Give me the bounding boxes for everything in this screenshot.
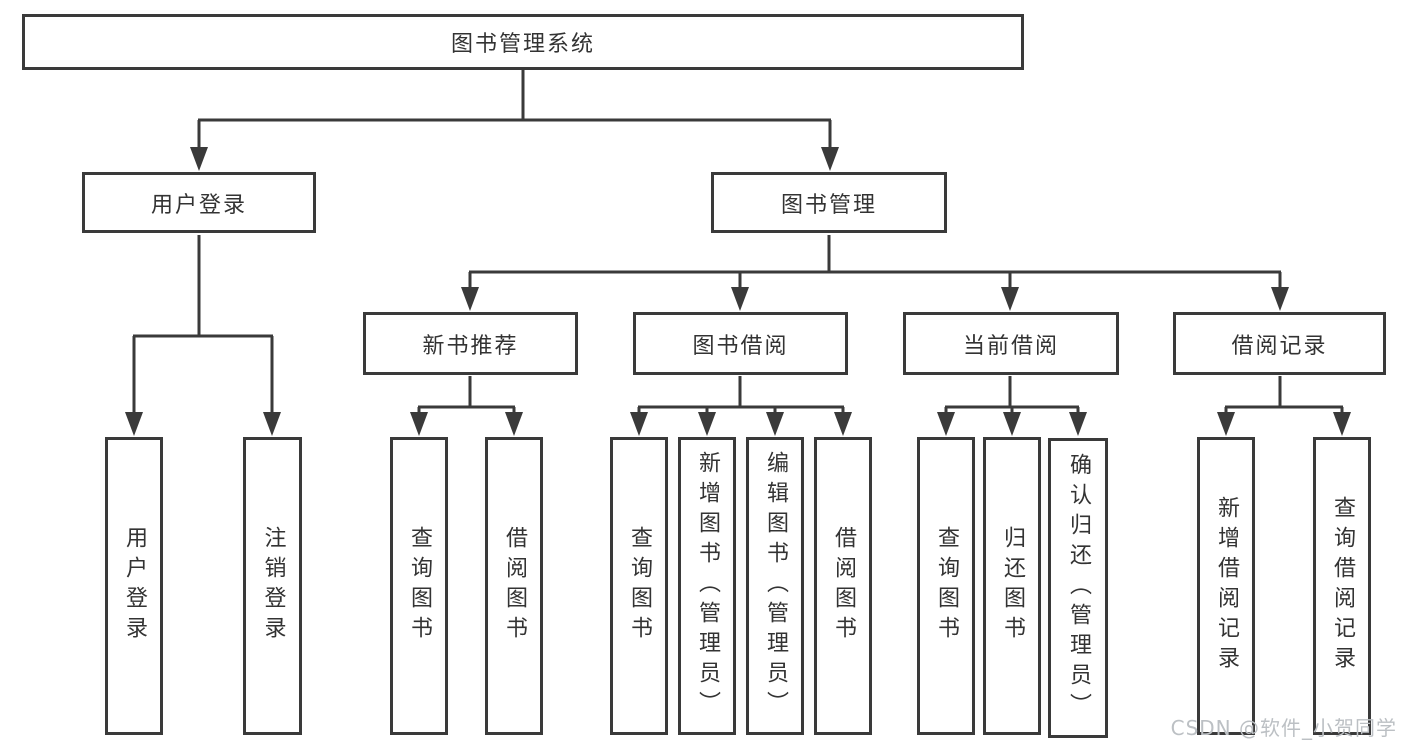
- connector-currentborrow-to-children: [944, 376, 1080, 414]
- leaf-cb-query-books: 查询图书: [917, 437, 975, 735]
- node-borrowing-records-label: 借阅记录: [1231, 333, 1328, 359]
- leaf-nb-borrow-books: 借阅图书: [485, 437, 543, 735]
- leaf-user-login: 用户登录: [105, 437, 163, 735]
- connector-userlogin-to-children: [132, 235, 274, 414]
- node-borrowing-records: 借阅记录: [1173, 312, 1386, 375]
- leaf-cb-confirm-return-admin-label: 确认归还（管理员）: [1066, 453, 1091, 723]
- leaf-bb-add-books-admin-label: 新增图书（管理员）: [695, 451, 720, 721]
- leaf-br-add-record: 新增借阅记录: [1197, 437, 1255, 735]
- node-current-borrowing: 当前借阅: [903, 312, 1119, 375]
- node-book-borrowing: 图书借阅: [633, 312, 848, 375]
- connector-bookmgmt-to-level3: [468, 235, 1282, 290]
- csdn-watermark: CSDN @软件_小贺同学: [1170, 716, 1397, 740]
- node-book-management: 图书管理: [711, 172, 947, 233]
- leaf-nb-query-books: 查询图书: [390, 437, 448, 735]
- leaf-bb-edit-books-admin: 编辑图书（管理员）: [746, 437, 804, 735]
- leaf-bb-edit-books-admin-label: 编辑图书（管理员）: [763, 451, 788, 721]
- leaf-bb-add-books-admin: 新增图书（管理员）: [678, 437, 736, 735]
- node-book-borrowing-label: 图书借阅: [692, 333, 789, 359]
- node-root: 图书管理系统: [22, 14, 1024, 70]
- leaf-br-query-record: 查询借阅记录: [1313, 437, 1371, 735]
- node-new-book-recommend-label: 新书推荐: [422, 333, 519, 359]
- node-user-login: 用户登录: [82, 172, 316, 233]
- node-current-borrowing-label: 当前借阅: [962, 333, 1059, 359]
- connector-borrowrecord-to-children: [1224, 376, 1344, 414]
- leaf-bb-query-books-label: 查询图书: [627, 526, 652, 646]
- connector-newbookrec-to-children: [417, 376, 516, 414]
- leaf-nb-borrow-books-label: 借阅图书: [502, 526, 527, 646]
- connector-root-to-level2: [197, 69, 832, 150]
- leaf-cb-return-books-label: 归还图书: [1000, 526, 1025, 646]
- node-root-label: 图书管理系统: [450, 32, 595, 57]
- leaf-br-add-record-label: 新增借阅记录: [1214, 496, 1239, 676]
- node-new-book-recommend: 新书推荐: [363, 312, 578, 375]
- leaf-logout-label: 注销登录: [260, 526, 286, 646]
- node-user-login-label: 用户登录: [150, 192, 247, 218]
- connector-bookborrow-to-children: [637, 376, 845, 414]
- leaf-logout: 注销登录: [243, 437, 302, 735]
- leaf-bb-borrow-books: 借阅图书: [814, 437, 872, 735]
- leaf-nb-query-books-label: 查询图书: [407, 526, 432, 646]
- leaf-bb-query-books: 查询图书: [610, 437, 668, 735]
- leaf-bb-borrow-books-label: 借阅图书: [831, 526, 856, 646]
- node-book-management-label: 图书管理: [780, 192, 877, 218]
- leaf-cb-query-books-label: 查询图书: [934, 526, 959, 646]
- leaf-br-query-record-label: 查询借阅记录: [1330, 496, 1355, 676]
- leaf-user-login-label: 用户登录: [122, 526, 147, 646]
- leaf-cb-confirm-return-admin: 确认归还（管理员）: [1048, 438, 1108, 738]
- leaf-cb-return-books: 归还图书: [983, 437, 1041, 735]
